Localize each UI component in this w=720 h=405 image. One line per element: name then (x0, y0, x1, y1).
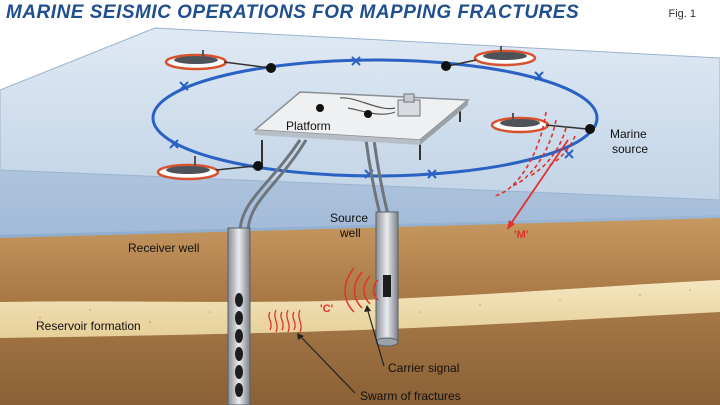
downhole-source (383, 275, 391, 297)
source-well (364, 139, 399, 347)
reservoir-layer (0, 276, 720, 338)
survey-boats (156, 46, 595, 181)
wave-m-arrow (507, 139, 569, 230)
receiver-array (235, 293, 243, 397)
platform-label: Platform (286, 119, 331, 133)
boat-right (490, 113, 595, 134)
callout-lines (299, 307, 385, 394)
source-well-label-1: Source (330, 211, 368, 225)
boat-bottom-left (156, 156, 263, 181)
receiver-well-label: Receiver well (128, 241, 199, 255)
carrier-signal-waves (344, 267, 379, 313)
platform-equipment (316, 93, 421, 118)
wave-c-label: 'C' (320, 303, 334, 315)
swarm-arrowhead (297, 333, 304, 340)
water-column-deep (0, 170, 720, 235)
figure-number: Fig. 1 (668, 8, 696, 20)
geology-layers (0, 215, 720, 405)
platform (253, 91, 470, 165)
wave-m-label: 'M' (514, 229, 529, 241)
carrier-signal-label: Carrier signal (388, 361, 459, 375)
receiver-ring-path (151, 58, 599, 178)
boat-top-right (441, 46, 537, 71)
fracture-swarm (268, 309, 302, 333)
carrier-arrowhead (364, 305, 371, 312)
reservoir-formation-label: Reservoir formation (36, 319, 141, 333)
marine-source-label-2: source (612, 142, 648, 156)
receiver-well (227, 139, 308, 405)
upper-rock-layer (0, 215, 720, 302)
marine-source-label-1: Marine (610, 127, 647, 141)
swarm-of-fractures-label: Swarm of fractures (360, 389, 461, 403)
figure-title: Marine seismic operations for mapping fr… (6, 2, 580, 23)
boat-top-left (164, 50, 276, 73)
reservoir-texture (38, 289, 691, 327)
source-well-label-2: well (339, 226, 361, 240)
